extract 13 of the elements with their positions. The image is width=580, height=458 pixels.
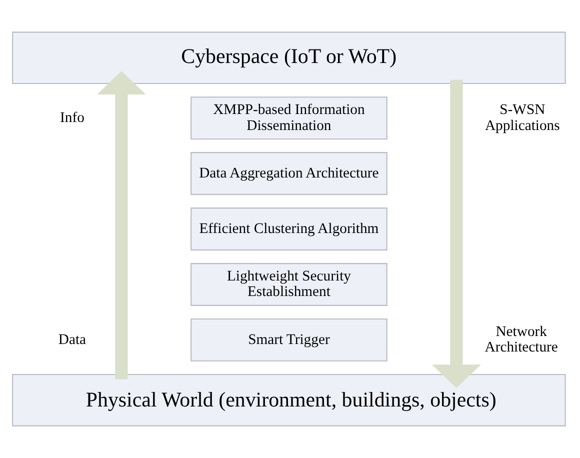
node-box: Smart Trigger <box>190 318 388 362</box>
label: Network Architecture <box>484 324 558 356</box>
label: Info <box>60 110 84 126</box>
node-box: Efficient Clustering Algorithm <box>190 208 388 250</box>
node-box: Data Aggregation Architecture <box>190 152 388 195</box>
arrow <box>432 80 481 388</box>
label: S-WSN Applications <box>484 102 560 134</box>
arrow <box>96 71 146 380</box>
node-box: Lightweight Security Establishment <box>190 263 388 306</box>
node-box: XMPP-based Information Dissemination <box>190 96 388 140</box>
node-box: Physical World (environment, buildings, objects) <box>12 374 566 426</box>
label: Data <box>58 332 86 348</box>
node-box: Cyberspace (IoT or WoT) <box>12 32 566 84</box>
